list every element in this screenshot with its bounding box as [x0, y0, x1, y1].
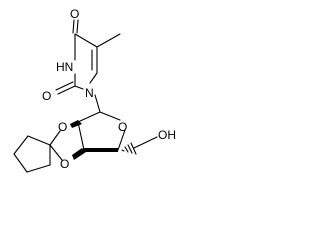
bond-n1-c2 — [74, 85, 84, 90]
dioxolane-ring — [49, 120, 86, 161]
bond-c2-o-double — [55, 81, 74, 91]
atom-n1: N — [85, 86, 94, 100]
bond-c4-o — [72, 19, 75, 34]
bond-o4-c4 — [117, 129, 126, 151]
atom-oh: OH — [158, 128, 176, 142]
bond-c4-c3-bold — [84, 148, 118, 152]
bond-c2-c1 — [77, 111, 101, 123]
bond-c4-o-double — [76, 19, 79, 34]
bond-c6-n1 — [89, 72, 98, 84]
bond-c3-o-wedge — [72, 148, 86, 160]
atom-o-ring-bottom: O — [60, 157, 69, 171]
bond-c2-o-wedge — [70, 120, 82, 128]
atom-o-c2: O — [42, 89, 51, 103]
bond-c2-o — [57, 85, 76, 95]
bond-o-spiro-top — [49, 130, 61, 146]
atom-o-ring-top: O — [58, 120, 67, 134]
bond-c1-o4 — [99, 111, 121, 121]
furanose-ring — [77, 111, 158, 155]
atom-o-c4: O — [70, 7, 79, 21]
cyclopentane-ring — [13, 135, 51, 173]
molecule-structure: O HN O N O O O OH — [13, 7, 176, 173]
bond-c5-oh — [133, 136, 158, 149]
atom-o-furanose: O — [118, 120, 127, 134]
bond-o-spiro-bottom — [49, 144, 63, 161]
bond-c5-methyl — [96, 33, 121, 48]
thymine-ring — [55, 19, 121, 95]
bond-c4-c5 — [74, 33, 98, 48]
atom-nh: HN — [56, 60, 73, 74]
bond-n1-c1prime — [94, 94, 101, 113]
bond-c4-c5-hashed — [121, 142, 137, 155]
bond-c3-c2 — [77, 121, 85, 151]
